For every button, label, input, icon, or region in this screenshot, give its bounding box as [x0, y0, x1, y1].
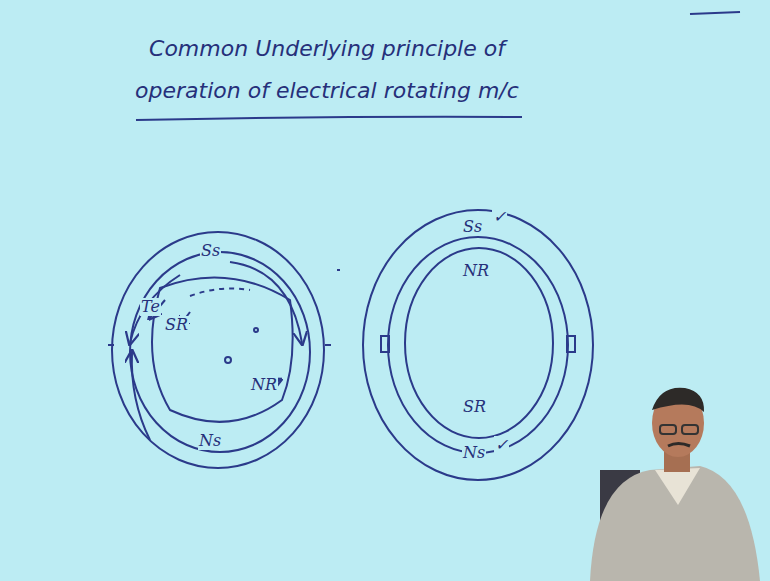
label: Te [140, 298, 161, 316]
field-arrow [230, 262, 302, 343]
presenter [590, 388, 760, 581]
dot [337, 269, 340, 271]
stator-outer [112, 232, 324, 468]
title: Common Underlying principle of operation… [122, 28, 532, 112]
field-arrow [132, 352, 150, 440]
label: Ss [200, 242, 221, 260]
dashed-arc [190, 288, 250, 296]
label: NR [250, 376, 278, 394]
slot [567, 336, 575, 352]
stator-outer [363, 210, 593, 480]
stator-inner [130, 252, 310, 452]
label: Ns [198, 432, 222, 450]
rotor-centre [225, 357, 231, 363]
rotor-outline [152, 277, 293, 421]
stator-inner [388, 237, 568, 453]
label: Ss [462, 218, 483, 236]
label: SR [462, 398, 487, 416]
title-underline [136, 117, 522, 120]
label: SR [164, 316, 189, 334]
axis-dash [108, 344, 331, 346]
label: ✓ [492, 208, 507, 226]
dot [254, 328, 258, 332]
label: Ns [462, 444, 486, 462]
rotor-outline [405, 248, 553, 438]
slot [381, 336, 389, 352]
label: NR [462, 262, 490, 280]
board-mark [690, 12, 740, 14]
label: ✓ [494, 436, 509, 454]
